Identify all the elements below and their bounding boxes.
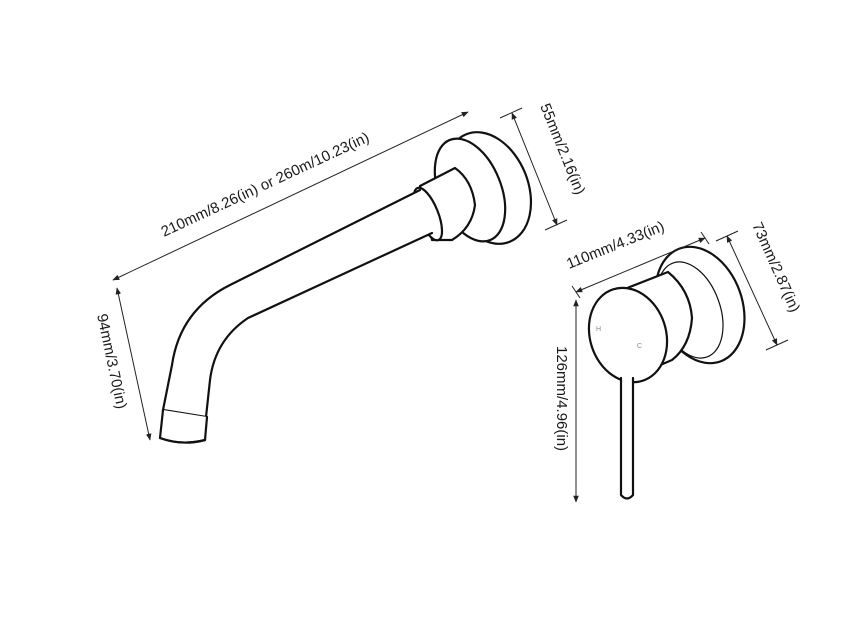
spout-tube [161, 188, 434, 419]
dim-line-handle-depth [575, 237, 706, 293]
dim-line-spout-length [112, 111, 469, 281]
dim-tick-handle-depth-left [571, 285, 581, 299]
dim-line-handle-plate [726, 235, 778, 346]
handle-drawing: H C [587, 245, 746, 500]
dim-tick-handle-plate-bottom [765, 339, 789, 351]
spout-tip-lower [158, 436, 207, 444]
label-handle-height: 126mm/4.96(in) [553, 346, 570, 451]
spout-drawing [158, 131, 533, 444]
dim-line-spout-plate [511, 112, 558, 226]
cold-mark: C [637, 343, 642, 350]
dim-tick-spout-plate-top [499, 107, 523, 119]
dim-tick-spout-plate-bottom [544, 219, 568, 231]
handle-lever [619, 376, 635, 500]
dimension-lines [112, 107, 789, 503]
label-handle-depth: 110mm/4.33(in) [564, 218, 667, 273]
hot-mark: H [596, 326, 601, 333]
label-spout-plate: 55mm/2.16(in) [536, 101, 588, 197]
dim-tick-handle-depth-right [700, 231, 710, 245]
dim-tick-handle-plate-top [715, 230, 739, 242]
label-spout-height: 94mm/3.70(in) [93, 312, 130, 410]
dim-line-spout-height [115, 287, 152, 441]
label-spout-length: 210mm/8.26(in) or 260m/10.23(in) [159, 129, 372, 241]
